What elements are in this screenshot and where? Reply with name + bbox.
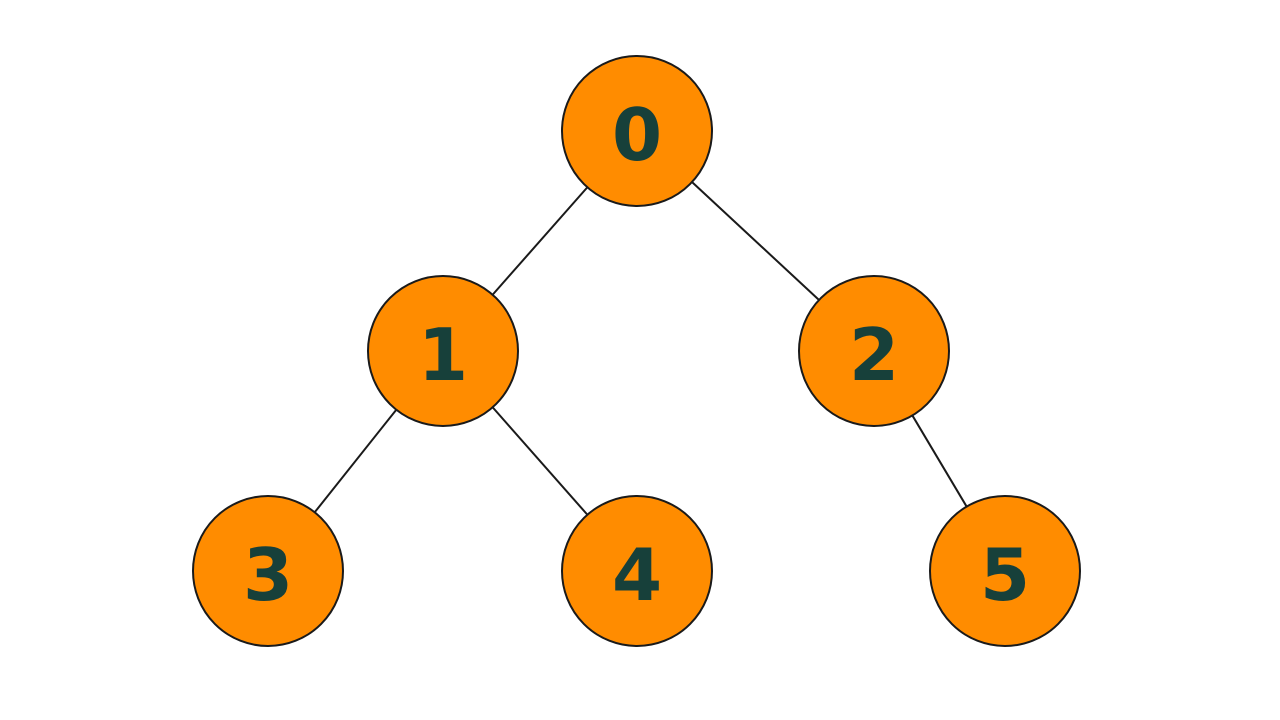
node-label-1: 1	[418, 313, 468, 397]
node-label-4: 4	[612, 533, 662, 617]
node-circle-5	[929, 495, 1081, 647]
edge-n0-n1	[491, 186, 589, 296]
edge-n1-n4	[491, 406, 589, 516]
nodes-layer: 0 1 2 3 4 5	[192, 55, 1081, 647]
node-label-0: 0	[612, 93, 662, 177]
node-label-3: 3	[243, 533, 293, 617]
tree-node-5: 5	[929, 495, 1081, 647]
edge-n1-n3	[313, 409, 398, 513]
node-circle-3	[192, 495, 344, 647]
tree-node-2: 2	[798, 275, 950, 427]
edges-layer	[313, 181, 968, 516]
tree-node-0: 0	[561, 55, 713, 207]
tree-node-1: 1	[367, 275, 519, 427]
tree-node-3: 3	[192, 495, 344, 647]
node-label-2: 2	[849, 313, 899, 397]
edge-n0-n2	[691, 181, 820, 301]
tree-node-4: 4	[561, 495, 713, 647]
node-circle-0	[561, 55, 713, 207]
node-label-5: 5	[980, 533, 1030, 617]
node-circle-2	[798, 275, 950, 427]
node-circle-1	[367, 275, 519, 427]
edge-n2-n5	[911, 414, 968, 508]
node-circle-4	[561, 495, 713, 647]
